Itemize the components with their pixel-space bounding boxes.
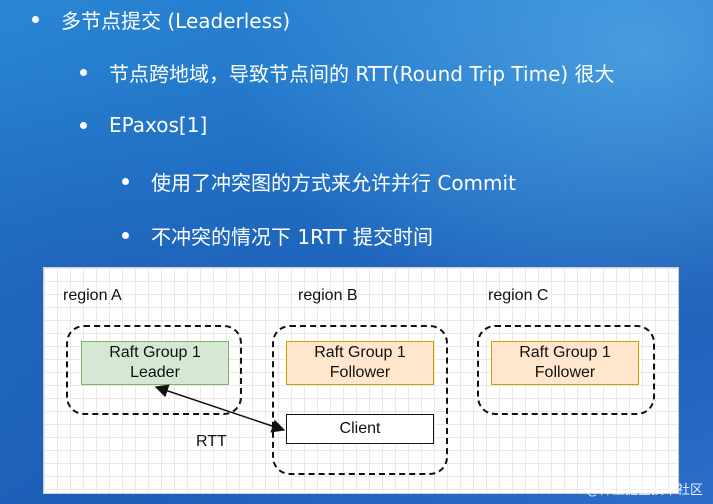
- rtt-arrow-line: [154, 384, 286, 433]
- bullet-text: 使用了冲突图的方式来允许并行 Commit: [151, 170, 516, 195]
- rtt-label: RTT: [196, 433, 227, 450]
- region-a-leader-node: Raft Group 1 Leader: [81, 341, 229, 385]
- watermark: @稀土掘金技术社区: [585, 483, 703, 498]
- bullet-level3-conflict-graph: 使用了冲突图的方式来允许并行 Commit: [122, 166, 516, 196]
- region-diagram: region A region B region C Raft Group 1 …: [43, 267, 679, 494]
- node-line2: Leader: [130, 364, 180, 381]
- bullet-text: 节点跨地域，导致节点间的 RTT(Round Trip Time) 很大: [109, 61, 615, 86]
- bullet-text: EPaxos[1]: [109, 113, 208, 137]
- bullet-level3-one-rtt: 不冲突的情况下 1RTT 提交时间: [122, 220, 433, 250]
- node-line2: Follower: [329, 364, 391, 381]
- bullet-text: 多节点提交 (Leaderless): [61, 8, 291, 33]
- bullet-level2-epaxos: EPaxos[1]: [80, 110, 207, 140]
- region-b-label: region B: [298, 287, 358, 304]
- node-line2: Follower: [534, 364, 596, 381]
- rtt-arrow: [154, 384, 286, 433]
- bullet-dot-icon: [122, 231, 129, 239]
- node-line1: Raft Group 1: [314, 344, 406, 361]
- bullet-dot-icon: [32, 15, 39, 23]
- node-line1: Raft Group 1: [519, 344, 611, 361]
- bullet-level1-multi-node-commit: 多节点提交 (Leaderless): [32, 4, 290, 34]
- client-node: Client: [286, 414, 434, 444]
- bullet-dot-icon: [80, 68, 87, 76]
- region-c-follower-node: Raft Group 1 Follower: [491, 341, 639, 385]
- bullet-dot-icon: [122, 177, 129, 185]
- region-c-label: region C: [488, 287, 549, 304]
- node-line1: Raft Group 1: [109, 344, 201, 361]
- bullet-dot-icon: [80, 121, 87, 129]
- region-a-label: region A: [63, 287, 122, 304]
- client-label: Client: [339, 420, 381, 437]
- bullet-text: 不冲突的情况下 1RTT 提交时间: [151, 224, 433, 249]
- region-a-box: [66, 325, 242, 415]
- region-c-box: [477, 325, 655, 415]
- region-b-follower-node: Raft Group 1 Follower: [286, 341, 434, 385]
- bullet-level2-cross-region: 节点跨地域，导致节点间的 RTT(Round Trip Time) 很大: [80, 57, 615, 87]
